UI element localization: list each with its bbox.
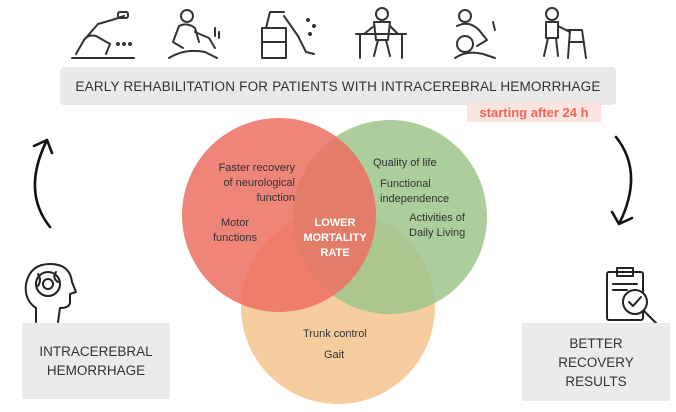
venn-label-neurological-recovery: Faster recovery of neurological function	[218, 162, 295, 204]
clipboard-check-icon	[606, 267, 658, 325]
assisted-arm-therapy-icon	[168, 9, 220, 59]
venn-label-activities-daily-living: Activities of Daily Living	[409, 212, 466, 239]
venn-circle-red	[182, 118, 376, 312]
venn-label-functional-independence: Functional independence	[380, 178, 450, 205]
curved-arrow-down-icon	[610, 135, 634, 226]
parallel-bars-walking-icon	[355, 7, 407, 59]
venn-diagram	[182, 118, 487, 404]
leg-exercise-icon	[71, 11, 135, 59]
venn-label-gait: Gait	[324, 349, 345, 361]
venn-label-trunk-control: Trunk control	[303, 328, 367, 340]
venn-label-quality-of-life: Quality of life	[373, 157, 437, 169]
intracerebral-hemorrhage-box: INTRACEREBRAL HEMORRHAGE	[22, 323, 170, 399]
head-support-therapy-icon	[454, 9, 496, 59]
walker-icon	[543, 7, 587, 59]
better-recovery-box: BETTER RECOVERY RESULTS	[522, 323, 670, 401]
leg-raise-icon	[261, 11, 316, 59]
timing-badge: starting after 24 h	[467, 102, 601, 122]
venn-label-motor-functions: Motor functions	[212, 217, 258, 244]
curved-arrow-up-icon	[32, 138, 54, 229]
venn-center-mortality: LOWER MORTALITY RATE	[303, 217, 367, 259]
banner-title: EARLY REHABILITATION FOR PATIENTS WITH I…	[60, 67, 616, 105]
brain-head-icon	[24, 263, 77, 323]
